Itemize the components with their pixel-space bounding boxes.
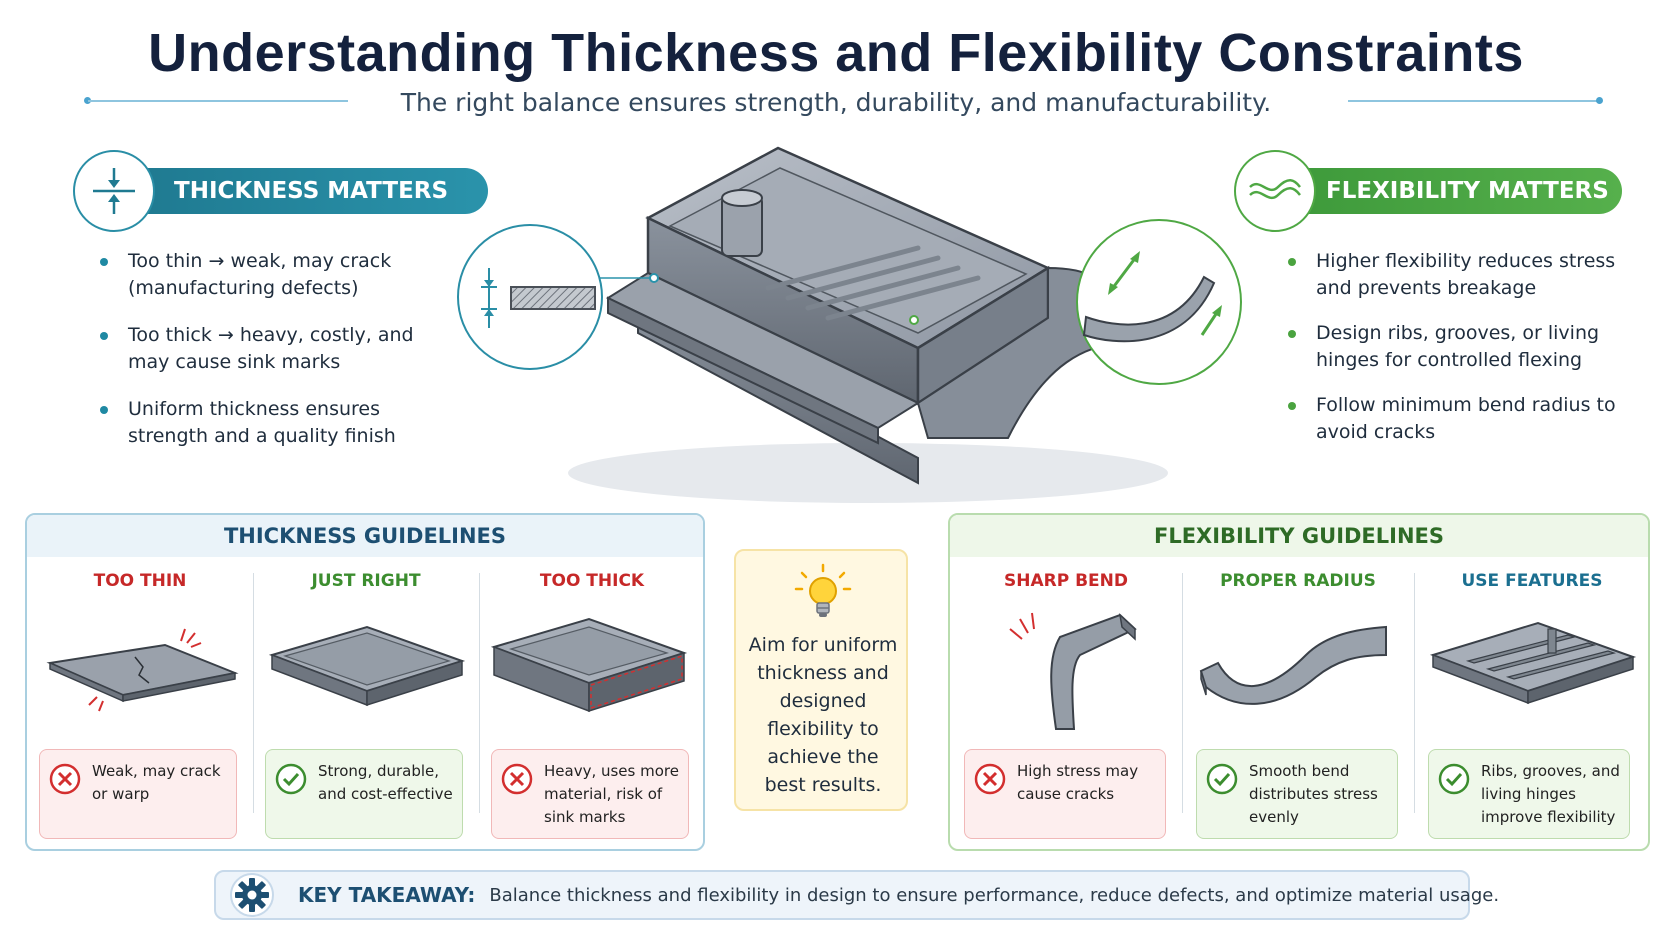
flexibility-bullet-1: Higher flexibility reduces stress and pr… — [1288, 248, 1618, 302]
guideline-use-features-text: Ribs, grooves, and living hinges improve… — [1481, 762, 1620, 826]
guideline-too-thin: TOO THIN Weak, may crack or warp — [27, 515, 253, 851]
proper-radius-part-image — [1199, 625, 1387, 705]
key-takeaway-label: KEY TAKEAWAY: — [298, 883, 476, 907]
check-circle-icon — [1438, 763, 1470, 795]
decor-dot-left — [84, 97, 91, 104]
decor-line-left — [88, 100, 348, 102]
cracked-thin-plate-image — [46, 628, 239, 712]
sharp-bend-part-image — [1009, 612, 1137, 730]
key-takeaway-bar: KEY TAKEAWAY: Balance thickness and flex… — [214, 870, 1499, 920]
tip-card: Aim for uniform thickness and designed f… — [734, 549, 908, 811]
gear-icon — [224, 873, 280, 917]
guideline-too-thick-note: Heavy, uses more material, risk of sink … — [491, 749, 689, 839]
molded-part-illustration — [558, 146, 1168, 503]
page-title: Understanding Thickness and Flexibility … — [148, 23, 1524, 83]
flexibility-matters-label: FLEXIBILITY MATTERS — [1326, 178, 1609, 204]
flexibility-guidelines-panel: FLEXIBILITY GUIDELINES SHARP BEND High s… — [948, 513, 1650, 851]
error-x-icon — [49, 763, 81, 795]
guideline-too-thick: TOO THICK Heavy, uses more material, ris… — [479, 515, 705, 851]
guideline-sharp-bend-text: High stress may cause cracks — [1017, 762, 1139, 803]
guideline-proper-radius-text: Smooth bend distributes stress evenly — [1249, 762, 1378, 826]
lightbulb-icon — [794, 563, 852, 617]
guideline-too-thick-label: TOO THICK — [539, 571, 645, 591]
thickness-bullet-2: Too thick → heavy, costly, and may cause… — [100, 322, 440, 376]
thickness-guidelines-title: THICKNESS GUIDELINES — [27, 515, 703, 557]
check-circle-icon — [275, 763, 307, 795]
guideline-use-features-note: Ribs, grooves, and living hinges improve… — [1428, 749, 1630, 839]
check-circle-icon — [1206, 763, 1238, 795]
flexibility-matters-header: FLEXIBILITY MATTERS — [1296, 168, 1622, 214]
just-right-tray-image — [268, 625, 466, 707]
thickness-callout-circle — [457, 224, 603, 370]
thickness-bullet-list: Too thin → weak, may crack (manufacturin… — [100, 248, 440, 466]
error-x-icon — [501, 763, 533, 795]
tip-text: Aim for uniform thickness and designed f… — [748, 634, 898, 796]
flexibility-bullet-list: Higher flexibility reduces stress and pr… — [1288, 248, 1618, 462]
ribbed-tray-image — [1429, 621, 1637, 705]
thickness-arrows-icon — [73, 150, 155, 232]
guideline-just-right: JUST RIGHT Strong, durable, and cost-eff… — [253, 515, 479, 851]
thickness-matters-header: THICKNESS MATTERS — [140, 168, 488, 214]
decor-dot-right — [1596, 97, 1603, 104]
guideline-sharp-bend-label: SHARP BEND — [1003, 571, 1128, 591]
guideline-just-right-text: Strong, durable, and cost-effective — [318, 762, 453, 803]
guideline-proper-radius: PROPER RADIUS Smooth bend distributes st… — [1182, 515, 1414, 851]
thickness-bullet-1: Too thin → weak, may crack (manufacturin… — [100, 248, 440, 302]
guideline-proper-radius-label: PROPER RADIUS — [1220, 571, 1376, 591]
guideline-proper-radius-note: Smooth bend distributes stress evenly — [1196, 749, 1398, 839]
page-subtitle: The right balance ensures strength, dura… — [400, 88, 1272, 117]
guideline-too-thin-label: TOO THIN — [93, 571, 187, 591]
guideline-too-thick-text: Heavy, uses more material, risk of sink … — [544, 762, 679, 826]
flexibility-guidelines-title: FLEXIBILITY GUIDELINES — [950, 515, 1648, 557]
guideline-too-thin-text: Weak, may crack or warp — [92, 762, 221, 803]
guideline-use-features: USE FEATURES Ribs, grooves, and living h… — [1414, 515, 1650, 851]
guideline-too-thin-note: Weak, may crack or warp — [39, 749, 237, 839]
thickness-matters-label: THICKNESS MATTERS — [174, 178, 449, 204]
guideline-sharp-bend-note: High stress may cause cracks — [964, 749, 1166, 839]
thickness-guidelines-panel: THICKNESS GUIDELINES TOO THIN Weak, may … — [25, 513, 705, 851]
decor-line-right — [1348, 100, 1598, 102]
thick-tray-image — [490, 617, 688, 713]
error-x-icon — [974, 763, 1006, 795]
thickness-bullet-3: Uniform thickness ensures strength and a… — [100, 396, 440, 450]
flex-callout-circle — [1076, 219, 1242, 385]
flexibility-bullet-3: Follow minimum bend radius to avoid crac… — [1288, 392, 1618, 446]
guideline-just-right-note: Strong, durable, and cost-effective — [265, 749, 463, 839]
guideline-sharp-bend: SHARP BEND High stress may cause cracks — [950, 515, 1182, 851]
guideline-use-features-label: USE FEATURES — [1461, 571, 1603, 591]
flexibility-bullet-2: Design ribs, grooves, or living hinges f… — [1288, 320, 1618, 374]
wave-lines-icon — [1234, 150, 1316, 232]
key-takeaway-text: Balance thickness and flexibility in des… — [489, 884, 1500, 906]
guideline-just-right-label: JUST RIGHT — [311, 571, 421, 591]
